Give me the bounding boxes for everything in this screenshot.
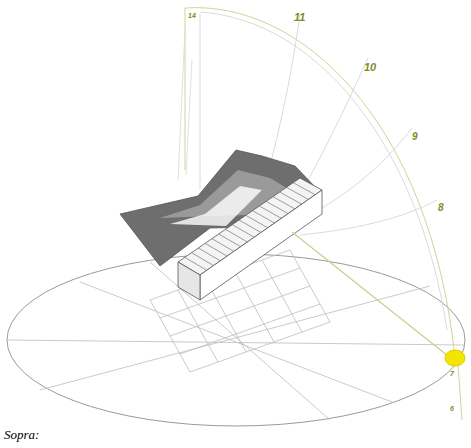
stair-step — [293, 183, 315, 195]
hour-label: 8 — [438, 203, 444, 213]
hour-label: 14 — [188, 12, 196, 19]
hour-label: 6 — [450, 405, 454, 412]
hour-label: 10 — [364, 62, 376, 73]
caption: Sopra: — [4, 428, 39, 441]
hour-label: 11 — [294, 12, 305, 23]
hour-label: 9 — [412, 132, 418, 142]
hour-label: 7 — [450, 370, 454, 377]
